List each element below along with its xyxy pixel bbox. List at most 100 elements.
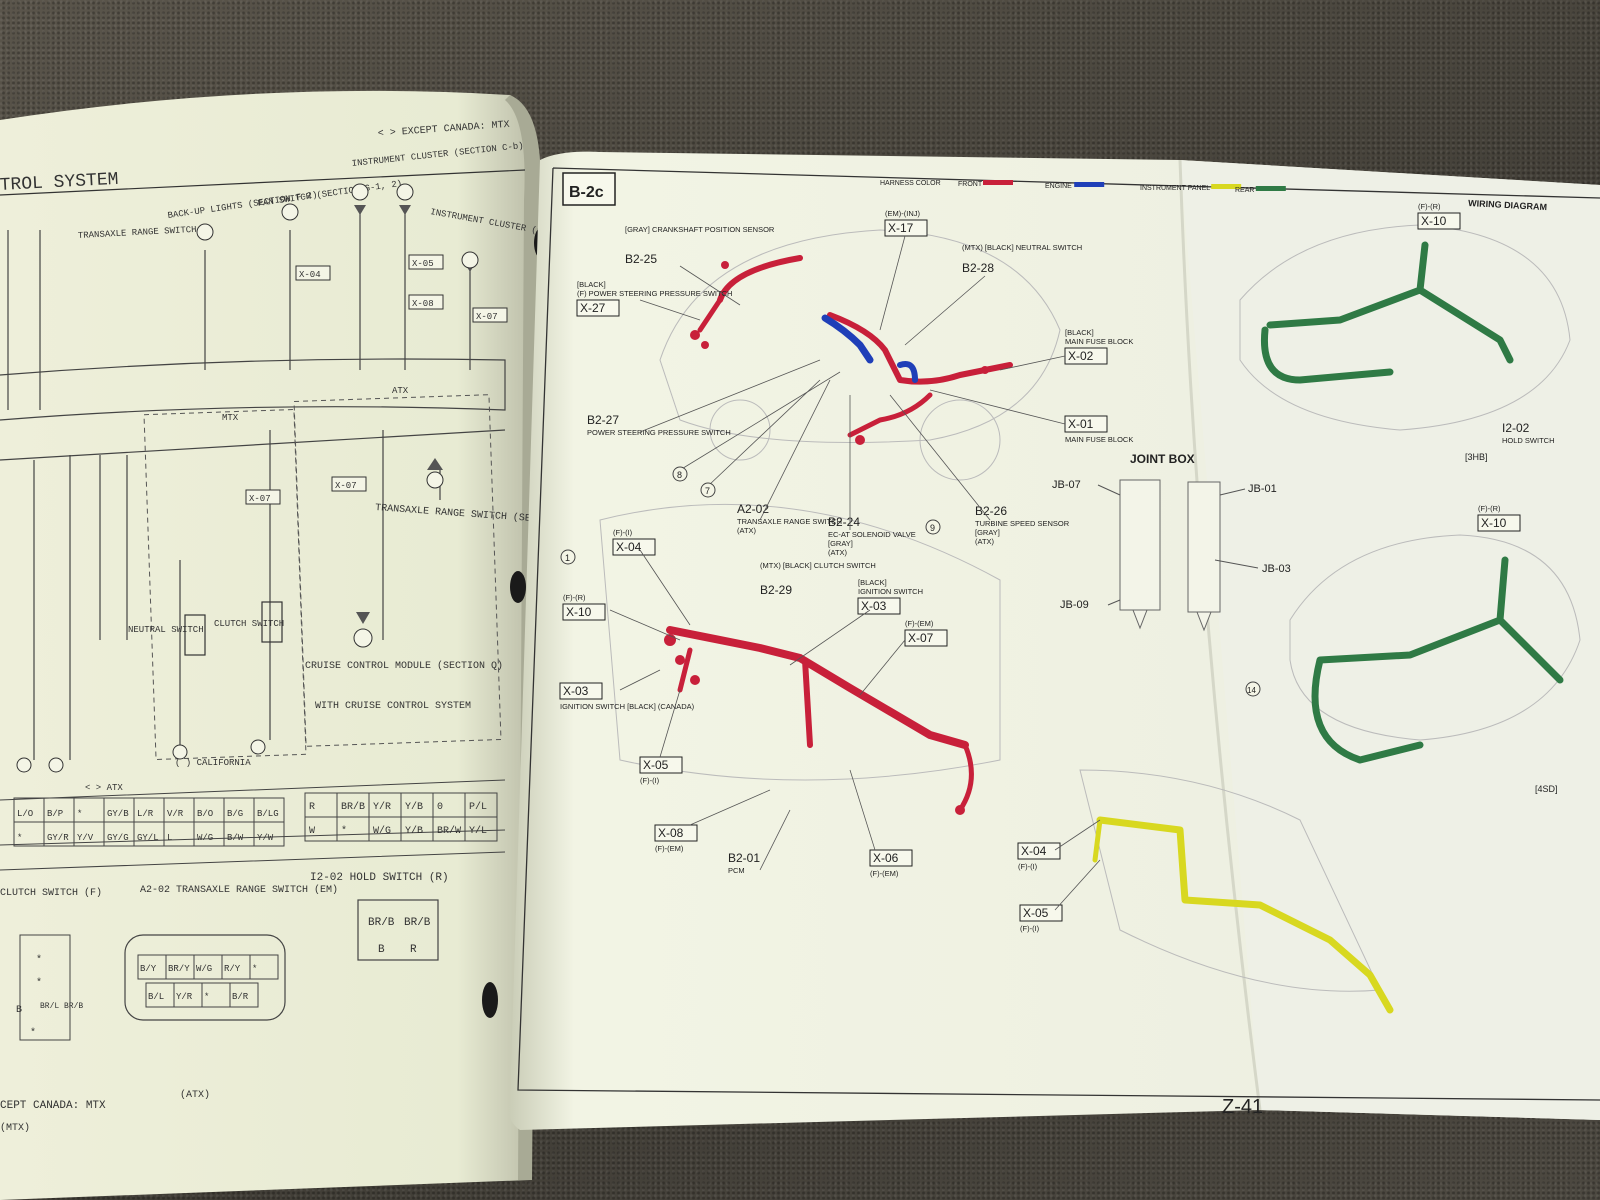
clutch-pin-2: * xyxy=(36,977,42,989)
b2-26-desc: [GRAY] xyxy=(975,528,1000,537)
leader-line xyxy=(679,371,841,471)
x-01-desc: MAIN FUSE BLOCK xyxy=(1065,435,1133,444)
harness-color-label: HARNESS COLOR xyxy=(880,180,941,187)
x-10-desc: (F)-(R) xyxy=(563,593,586,602)
hold-grid-cell-label: W/G xyxy=(373,825,391,837)
a2-02-pin-label: * xyxy=(252,964,257,974)
i2-02-desc: HOLD SWITCH xyxy=(1502,436,1555,445)
b2-28-desc: (MTX) [BLACK] NEUTRAL SWITCH xyxy=(962,243,1082,252)
legend-label-engine: ENGINE xyxy=(1045,183,1072,190)
leader-line xyxy=(639,299,701,321)
x-10-code: X-10 xyxy=(566,605,592,619)
legend-swatch-instrument-panel xyxy=(1211,184,1242,189)
hold-grid-cell-label: Y/B xyxy=(405,825,423,837)
grid-row-2-cell-label: GY/G xyxy=(107,833,129,843)
grid-row-1-cell-label: GY/B xyxy=(107,809,129,819)
a2-02-pin-label: B/Y xyxy=(140,964,157,974)
hold-grid-cell-label: P/L xyxy=(469,801,487,813)
grid-row-2-cell-label: L xyxy=(167,833,172,843)
callout-8: 8 xyxy=(677,470,682,480)
x-06-code: X-06 xyxy=(873,851,899,865)
page-code: B-2c xyxy=(569,184,604,201)
except-canada-mtx: CEPT CANADA: MTX xyxy=(0,1100,106,1112)
grid-row-2-cell-label: W/G xyxy=(197,833,213,843)
hold-pin-2: BR/B xyxy=(404,917,431,929)
leader-line xyxy=(639,549,691,626)
rear-x-10-4sd-box xyxy=(1477,514,1521,532)
leader-line xyxy=(689,789,771,826)
hold-grid-cell-label: * xyxy=(341,825,347,837)
x-06-box xyxy=(869,849,913,867)
x-04-box xyxy=(612,538,656,556)
b2-24-desc: (ATX) xyxy=(828,548,848,557)
left-page: TROL SYSTEM < > EXCEPT CANADA: MTX TRANS… xyxy=(0,90,601,1200)
x-04-desc: (F)-(I) xyxy=(613,528,633,537)
x-07-box xyxy=(904,629,948,647)
grid-row-2-cell-label: GY/L xyxy=(137,833,159,843)
callout-1: 1 xyxy=(565,553,570,563)
rear-x-10-4sd-code: X-10 xyxy=(1481,516,1507,530)
atx-label: ATX xyxy=(392,386,409,396)
b2-26-code: B2-26 xyxy=(975,504,1007,518)
a2-02-pin-label: B/L xyxy=(148,992,164,1002)
hold-pin-4: R xyxy=(410,944,417,956)
x-17-code: X-17 xyxy=(888,221,914,235)
leader-line xyxy=(707,379,821,487)
b2-01-code: B2-01 xyxy=(728,851,760,865)
legend-swatch-engine xyxy=(1074,182,1105,187)
leader-line xyxy=(859,639,906,696)
a2-02-pin-label: BR/Y xyxy=(168,964,190,974)
x-02-code: X-02 xyxy=(1068,349,1094,363)
leader-line xyxy=(759,809,791,871)
x-06-desc: (F)-(EM) xyxy=(870,869,899,878)
grid-row-2-cell-label: * xyxy=(17,833,22,843)
x-05-box xyxy=(639,756,683,774)
x-07-code: X-07 xyxy=(908,631,934,645)
leader-line xyxy=(999,355,1066,371)
i2-02-code: I2-02 xyxy=(1502,421,1530,435)
x-17-desc: (EM)-(INJ) xyxy=(885,209,920,218)
hold-grid-cell-label: R xyxy=(309,802,315,813)
page-number: Z-41 xyxy=(1222,1096,1263,1118)
grid-row-2-cell xyxy=(253,821,285,847)
jb-09-label: JB-09 xyxy=(1060,599,1089,611)
grid-row-1-cell-label: B/LG xyxy=(257,809,279,819)
leader-line xyxy=(889,394,991,521)
b2-26-desc: TURBINE SPEED SENSOR xyxy=(975,519,1070,528)
ip-x-04-box xyxy=(1017,842,1061,860)
x-04-code: X-04 xyxy=(616,540,642,554)
a2-02-pin xyxy=(249,954,279,980)
b2-28-code: B2-28 xyxy=(962,261,994,275)
ip-x-04-desc: (F)-(I) xyxy=(1018,862,1038,871)
x-02-desc: [BLACK] xyxy=(1065,328,1094,337)
x-03-canada-box xyxy=(559,682,603,700)
x-01-code: X-01 xyxy=(1068,417,1094,431)
leader-line xyxy=(789,609,871,666)
leader-line xyxy=(929,389,1066,425)
grid-row-2-cell-label: B/W xyxy=(227,833,244,843)
hold-grid-cell-label: 0 xyxy=(437,802,443,813)
b2-27-desc: POWER STEERING PRESSURE SWITCH xyxy=(587,428,731,437)
leader-line xyxy=(904,275,986,346)
grid-row-1-cell-label: L/O xyxy=(17,809,33,819)
a2-02-label: A2-02 TRANSAXLE RANGE SWITCH (EM) xyxy=(140,884,338,896)
neutral-switch-label: NEUTRAL SWITCH xyxy=(128,625,204,635)
ip-x-05-box xyxy=(1019,904,1063,922)
ip-x-04-code: X-04 xyxy=(1021,844,1047,858)
variant-4sd: [4SD] xyxy=(1535,784,1558,794)
with-cruise-label: WITH CRUISE CONTROL SYSTEM xyxy=(315,701,471,712)
leader-line xyxy=(849,769,876,851)
b2-25-desc: [GRAY] CRANKSHAFT POSITION SENSOR xyxy=(625,225,775,234)
legend-label-instrument-panel: INSTRUMENT PANEL xyxy=(1140,185,1210,192)
x-08-code: X-08 xyxy=(658,826,684,840)
x-02-desc: MAIN FUSE BLOCK xyxy=(1065,337,1133,346)
hold-pin-1: BR/B xyxy=(368,917,395,929)
front-panel-harness xyxy=(666,626,974,813)
atx-note: < > ATX xyxy=(85,783,123,793)
b2-24-code: B2-24 xyxy=(828,515,860,529)
grid-row-2-cell-label: Y/W xyxy=(257,833,274,843)
legend-label-front: FRONT xyxy=(958,181,983,188)
left-connector-x07b: X-07 xyxy=(249,494,271,504)
